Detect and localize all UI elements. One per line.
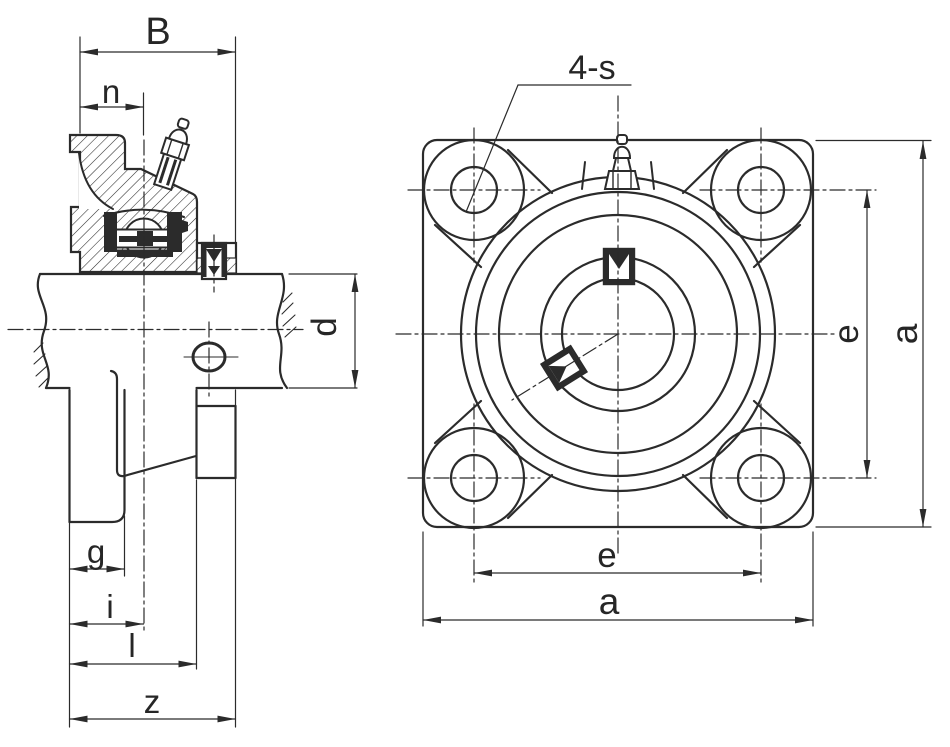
diagonal-screw-centerline bbox=[511, 333, 619, 401]
dim-label-e-bottom: e bbox=[597, 536, 616, 575]
dim-label-a-bottom: a bbox=[599, 581, 620, 622]
dim-label-d: d bbox=[305, 317, 344, 336]
grease-fitting-side bbox=[152, 117, 191, 191]
dim-label-z: z bbox=[144, 683, 161, 720]
side-dimension-labels: B n d g i l z bbox=[87, 11, 344, 720]
shaft bbox=[33, 272, 297, 390]
dim-label-a-right: a bbox=[884, 323, 925, 344]
set-screw-top bbox=[602, 247, 636, 286]
front-dimensions bbox=[422, 84, 932, 627]
inner-ring-band bbox=[117, 249, 173, 257]
bolt-note-label: 4-s bbox=[568, 49, 615, 87]
shaft-break-right-hatch bbox=[281, 292, 297, 338]
lobe-edge bbox=[109, 369, 198, 478]
shaft-break-right bbox=[275, 272, 289, 390]
front-centerlines bbox=[395, 95, 877, 587]
front-flange-view: 4-s e a e a bbox=[395, 49, 932, 627]
front-dimension-labels: 4-s e a e a bbox=[568, 49, 925, 622]
bolt-note-leader bbox=[465, 84, 519, 213]
dim-label-g: g bbox=[87, 533, 105, 570]
dim-label-B: B bbox=[145, 11, 170, 53]
side-section-view: B n d g i l z bbox=[7, 11, 359, 728]
back-relief-curve bbox=[78, 152, 114, 210]
back-relief-white bbox=[79, 152, 113, 209]
seal-right bbox=[167, 212, 182, 252]
dim-label-n: n bbox=[102, 73, 120, 110]
cage-center bbox=[137, 231, 153, 246]
flange-lower-profile bbox=[68, 341, 239, 524]
dim-label-l: l bbox=[128, 627, 135, 664]
side-dimensions bbox=[68, 36, 359, 728]
locking-collar bbox=[195, 241, 238, 281]
shaft-break-left-hatch bbox=[33, 342, 50, 388]
shaft-break-left bbox=[36, 272, 50, 390]
dim-label-e-right: e bbox=[827, 324, 866, 343]
seal-left bbox=[104, 212, 117, 252]
dim-label-i: i bbox=[106, 588, 113, 625]
side-centerlines bbox=[7, 139, 304, 633]
